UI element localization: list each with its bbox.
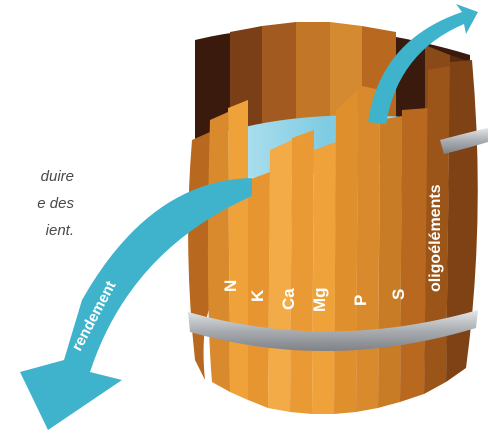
- nutrient-label-n: N: [221, 280, 240, 292]
- nutrient-label-mg: Mg: [310, 287, 329, 312]
- nutrient-label-oligoelements: oligoéléments: [427, 184, 444, 292]
- nutrient-label-s: S: [389, 289, 408, 300]
- caption-line-2: e des: [6, 190, 74, 217]
- nutrient-label-ca: Ca: [279, 288, 298, 310]
- caption-line-3: ient.: [6, 217, 74, 244]
- nutrient-label-p: P: [351, 295, 370, 306]
- side-caption: duire e des ient.: [6, 163, 74, 244]
- caption-line-1: duire: [6, 163, 74, 190]
- nutrient-label-k: K: [248, 289, 267, 302]
